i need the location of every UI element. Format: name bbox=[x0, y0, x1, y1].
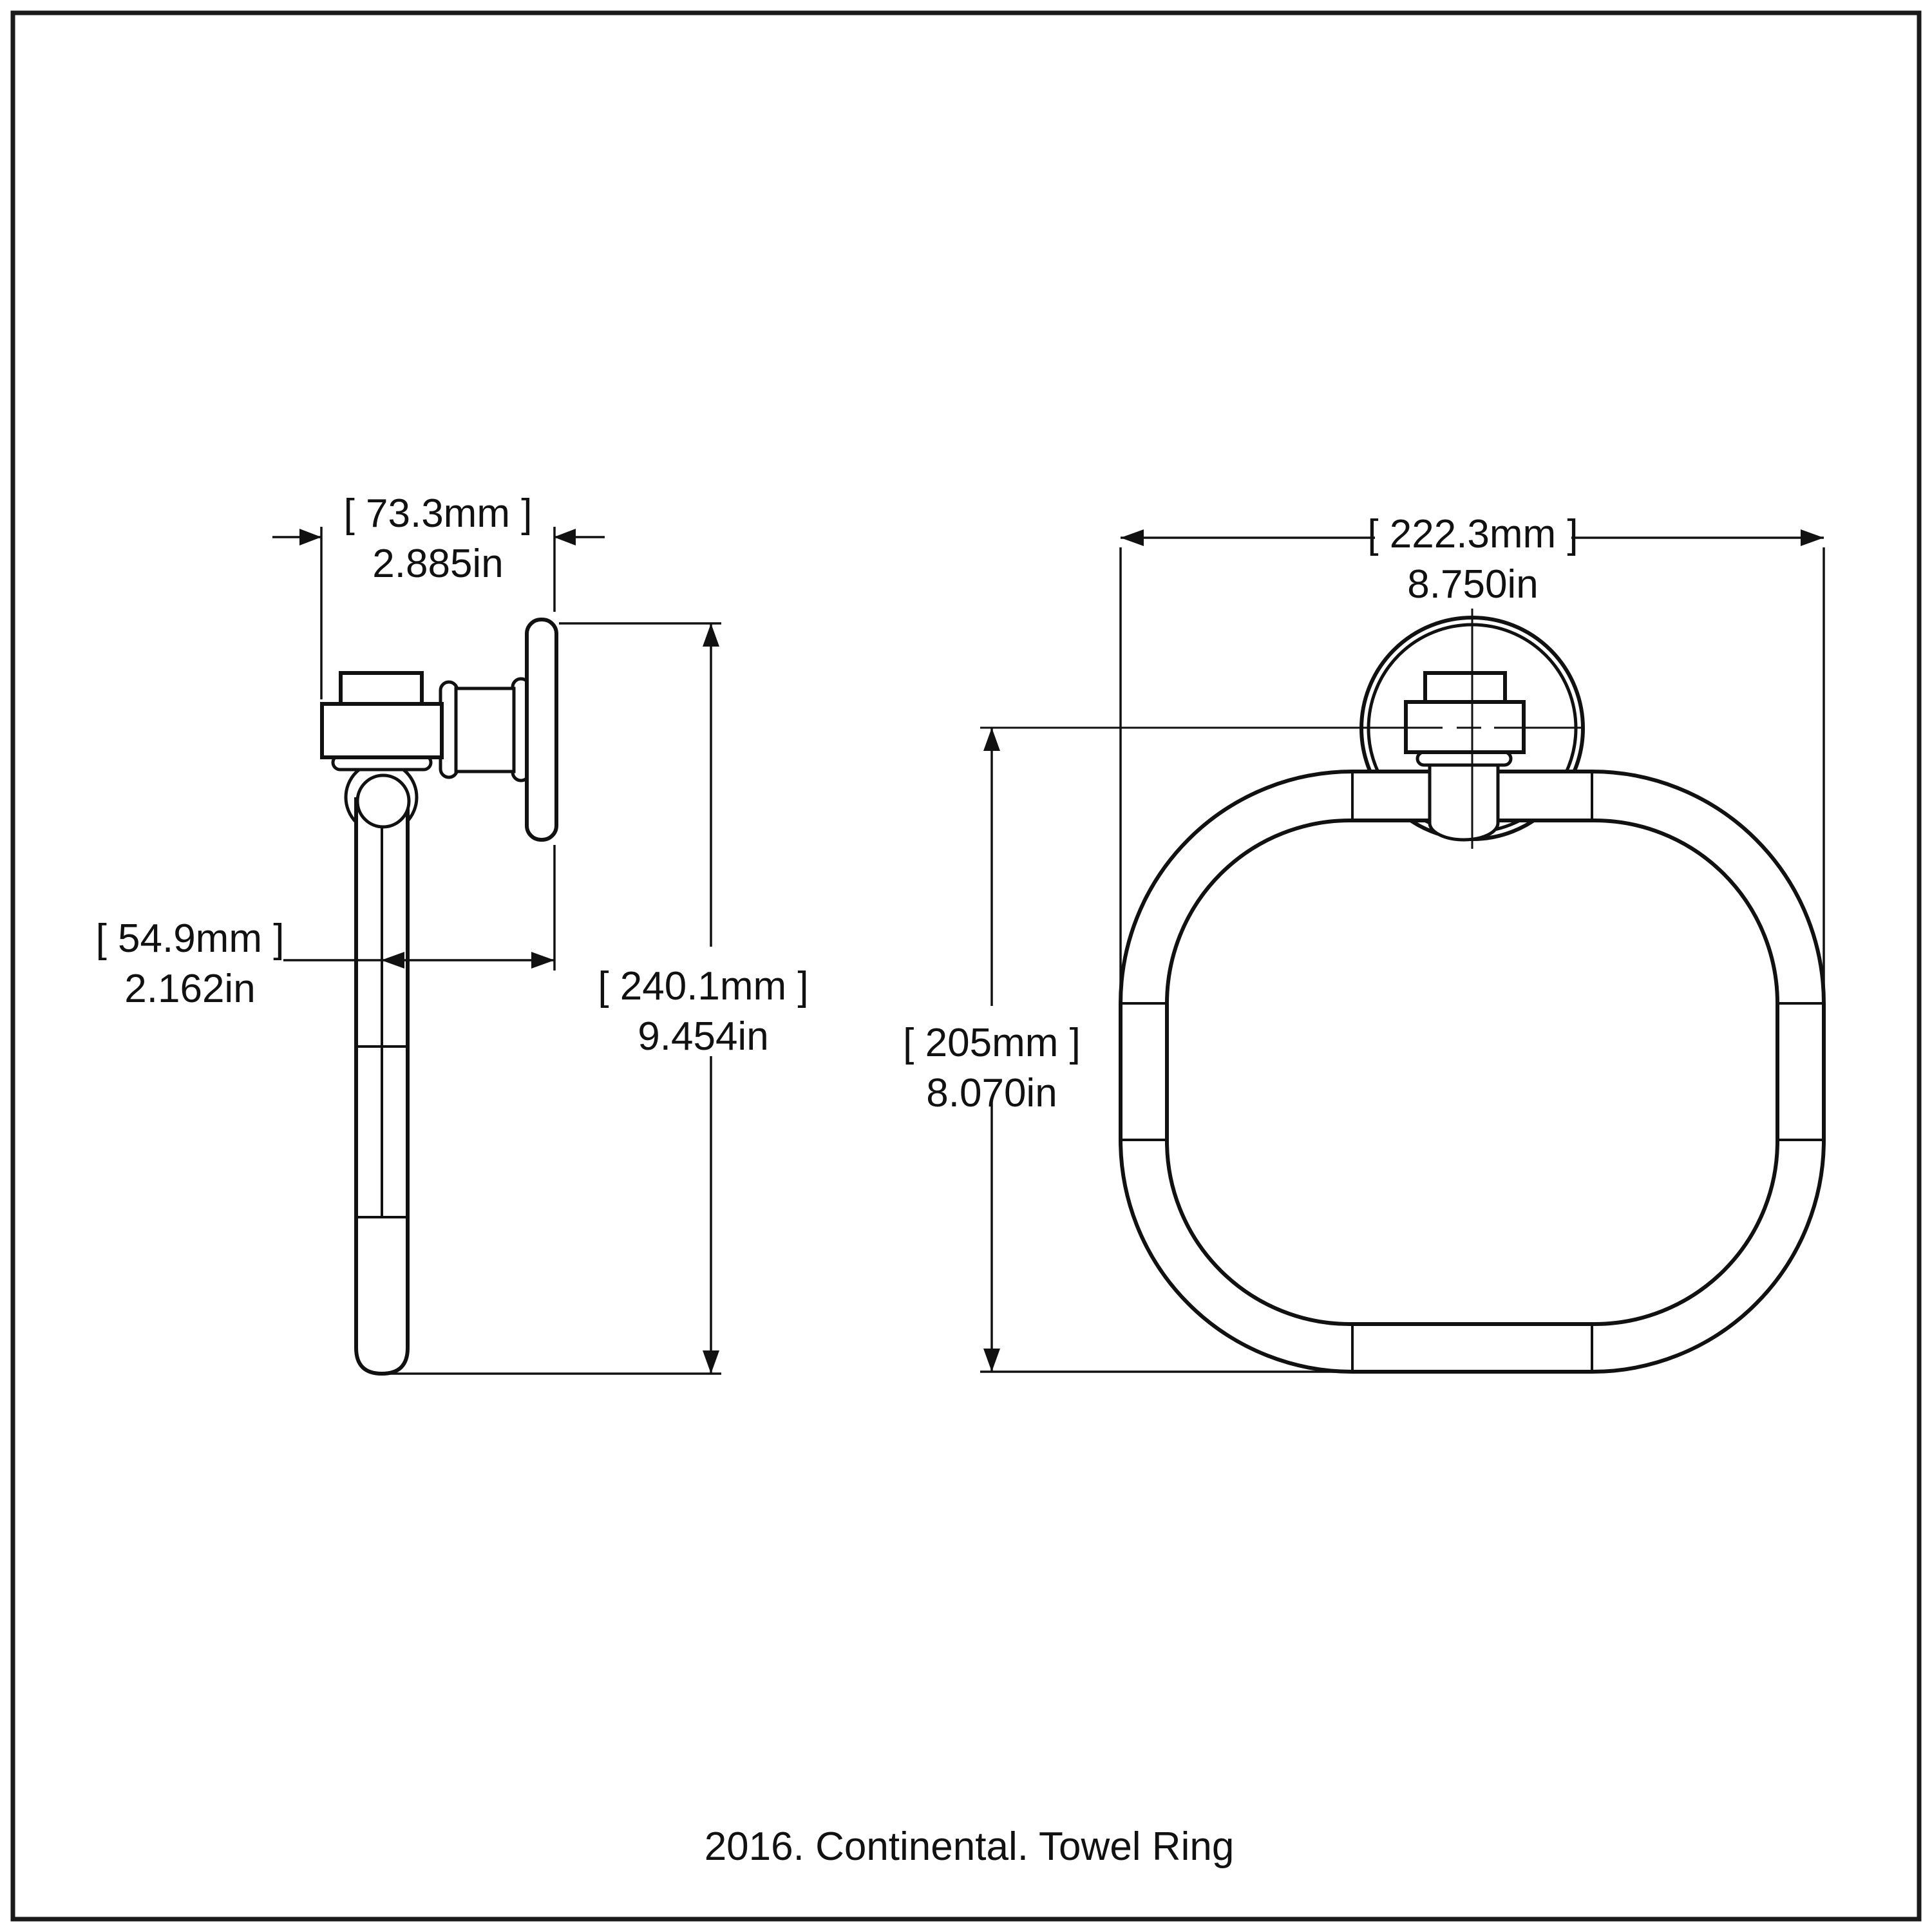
dim-text-background bbox=[599, 947, 811, 1056]
dim-text-73mm: [ 73.3mm ] bbox=[344, 491, 533, 536]
dim-text-background bbox=[895, 1006, 1088, 1103]
bracket-block-side bbox=[320, 702, 444, 759]
dim-text-2223mm: [ 222.3mm ] bbox=[1367, 512, 1578, 556]
drawing-caption: 2016. Continental. Towel Ring bbox=[705, 1824, 1235, 1869]
dim-text-8750in: 8.750in bbox=[1407, 562, 1538, 607]
post-barrel-side bbox=[454, 687, 516, 773]
setscrew-knob-front bbox=[1423, 671, 1507, 704]
setscrew-knob-side bbox=[339, 671, 424, 706]
arrowhead bbox=[703, 623, 719, 647]
arrowhead bbox=[1801, 529, 1824, 546]
pivot-hub-side bbox=[355, 773, 411, 829]
dim-text-9454in: 9.454in bbox=[638, 1014, 768, 1059]
arrowhead bbox=[381, 952, 404, 969]
dim-text-549mm: [ 54.9mm ] bbox=[96, 916, 285, 961]
dim-wall-to-ring: [ 54.9mm ] 2.162in bbox=[96, 845, 556, 1011]
hanger-post-front bbox=[1428, 763, 1500, 842]
arrowhead bbox=[983, 1349, 1000, 1372]
dim-text-2885in: 2.885in bbox=[372, 542, 503, 586]
wall-plate-side bbox=[525, 618, 558, 842]
dim-overall-width: [ 222.3mm ] 8.750in bbox=[1119, 512, 1825, 999]
ring-loop-outline-side bbox=[354, 797, 410, 1376]
arrowhead bbox=[703, 1350, 719, 1374]
arrowhead bbox=[1121, 529, 1144, 546]
arrowhead bbox=[299, 529, 321, 545]
drawing-border bbox=[10, 10, 1922, 1922]
arrowhead bbox=[531, 952, 554, 969]
towel-ring-band-front bbox=[1119, 770, 1826, 1374]
side-profile-view: [ 73.3mm ] 2.885in [ 54.9mm ] 2.162in [ … bbox=[96, 491, 811, 1376]
dim-text-205mm: [ 205mm ] bbox=[903, 1021, 1081, 1065]
front-view: [ 222.3mm ] 8.750in [ 205mm ] 8.070in bbox=[895, 512, 1826, 1374]
dim-text-8070in: 8.070in bbox=[926, 1071, 1057, 1115]
dim-text-2401mm: [ 240.1mm ] bbox=[598, 964, 808, 1009]
arrowhead bbox=[983, 728, 1000, 751]
dim-projection-width: [ 73.3mm ] 2.885in bbox=[272, 491, 605, 699]
dim-text-2162in: 2.162in bbox=[124, 967, 255, 1011]
arrowhead bbox=[554, 529, 576, 545]
dim-center-to-bottom: [ 205mm ] 8.070in bbox=[895, 728, 1360, 1373]
dim-overall-height: [ 240.1mm ] 9.454in bbox=[385, 622, 811, 1375]
